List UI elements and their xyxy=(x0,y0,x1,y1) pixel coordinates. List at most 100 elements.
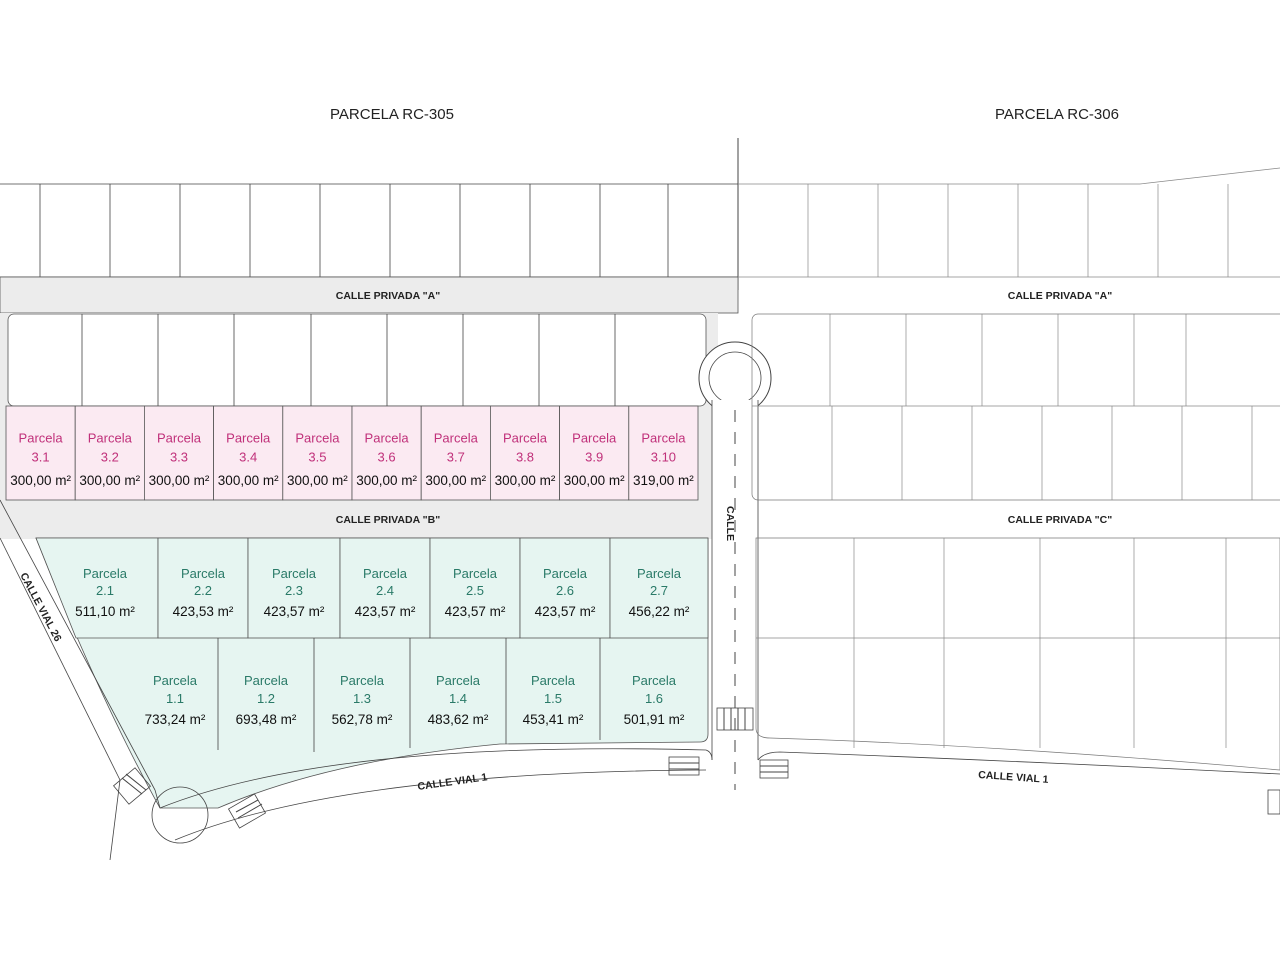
parcel-area: 423,53 m² xyxy=(173,604,234,619)
parcel-shape xyxy=(628,405,699,501)
parcel-word: Parcela xyxy=(453,566,498,581)
lower-block-right xyxy=(755,537,1280,771)
parcel-area: 300,00 m² xyxy=(149,473,210,488)
parcel-shape xyxy=(559,405,630,501)
roundabout-left xyxy=(151,786,209,844)
parcel-word: Parcela xyxy=(19,431,64,446)
crosswalk-vial26 xyxy=(112,767,152,805)
parcel-1.6[interactable]: Parcela 1.6 501,91 m² xyxy=(599,638,685,740)
parcel-3.3[interactable]: Parcela 3.3 300,00 m² xyxy=(143,405,214,501)
parcel-number: 3.4 xyxy=(239,449,257,464)
parcel-number: 1.3 xyxy=(353,691,371,706)
parcel-shape xyxy=(213,405,284,501)
parcel-number: 3.10 xyxy=(651,449,676,464)
street-label-vial-1-left: CALLE VIAL 1 xyxy=(417,771,489,793)
parcel-number: 2.1 xyxy=(96,583,114,598)
parcel-word: Parcela xyxy=(181,566,226,581)
crosswalk-left-mid xyxy=(668,756,700,776)
parcel-area: 423,57 m² xyxy=(445,604,506,619)
parcel-number: 3.9 xyxy=(585,449,603,464)
parcel-area: 483,62 m² xyxy=(428,712,489,727)
parcel-area: 300,00 m² xyxy=(425,473,486,488)
parcel-word: Parcela xyxy=(503,431,548,446)
parcel-word: Parcela xyxy=(632,673,677,688)
parcel-area: 423,57 m² xyxy=(264,604,325,619)
parcel-number: 3.3 xyxy=(170,449,188,464)
parcel-number: 2.7 xyxy=(650,583,668,598)
top-lots-left xyxy=(0,183,738,278)
parcel-word: Parcela xyxy=(88,431,133,446)
parcel-3.6[interactable]: Parcela 3.6 300,00 m² xyxy=(351,405,422,501)
parcel-number: 2.3 xyxy=(285,583,303,598)
parcel-number: 1.5 xyxy=(544,691,562,706)
parcel-word: Parcela xyxy=(641,431,686,446)
parcel-2.3[interactable]: Parcela 2.3 423,57 m² xyxy=(247,537,341,639)
parcel-shape xyxy=(282,405,353,501)
parcel-area: 319,00 m² xyxy=(633,473,694,488)
parcel-shape xyxy=(489,405,560,501)
parcel-word: Parcela xyxy=(340,673,385,688)
parcel-area: 423,57 m² xyxy=(355,604,416,619)
parcel-word: Parcela xyxy=(226,431,271,446)
street-label-privada-a-right: CALLE PRIVADA "A" xyxy=(1008,290,1112,302)
road-vial-1-edge-left xyxy=(159,748,713,809)
parcel-number: 1.1 xyxy=(166,691,184,706)
parcel-shape xyxy=(420,405,491,501)
parcel-word: Parcela xyxy=(295,431,340,446)
parcel-word: Parcela xyxy=(272,566,317,581)
parcel-word: Parcela xyxy=(434,431,479,446)
parcel-number: 3.8 xyxy=(516,449,534,464)
parcel-word: Parcela xyxy=(153,673,198,688)
street-label-privada-b: CALLE PRIVADA "B" xyxy=(336,514,440,526)
parcel-number: 3.1 xyxy=(32,449,50,464)
parcel-shape xyxy=(351,405,422,501)
parcel-area: 501,91 m² xyxy=(624,712,685,727)
parcel-shape xyxy=(157,537,249,639)
parcel-number: 1.6 xyxy=(645,691,663,706)
parcel-number: 3.6 xyxy=(378,449,396,464)
parcel-area: 300,00 m² xyxy=(356,473,417,488)
parcel-shape xyxy=(429,537,521,639)
parcel-shape xyxy=(74,405,145,501)
upper-block-left xyxy=(7,313,707,407)
parcel-word: Parcela xyxy=(157,431,202,446)
parcel-area: 423,57 m² xyxy=(535,604,596,619)
parcel-word: Parcela xyxy=(363,566,408,581)
parcel-2.2[interactable]: Parcela 2.2 423,53 m² xyxy=(157,537,249,639)
parcel-2.5[interactable]: Parcela 2.5 423,57 m² xyxy=(429,537,521,639)
title-parcela-rc306: PARCELA RC-306 xyxy=(995,106,1119,123)
street-label-calle: CALLE xyxy=(724,506,736,541)
parcel-word: Parcela xyxy=(244,673,289,688)
parcel-number: 2.5 xyxy=(466,583,484,598)
parcel-number: 2.2 xyxy=(194,583,212,598)
parcel-word: Parcela xyxy=(365,431,410,446)
parcel-word: Parcela xyxy=(436,673,481,688)
parcel-word: Parcela xyxy=(572,431,617,446)
road-vial-1-edge-right xyxy=(757,751,1280,775)
parcel-3.10[interactable]: Parcela 3.10 319,00 m² xyxy=(628,405,699,501)
parcel-area: 456,22 m² xyxy=(629,604,690,619)
parcel-shape xyxy=(519,537,611,639)
parcel-number: 1.2 xyxy=(257,691,275,706)
crosswalk-vial1-left xyxy=(227,793,267,829)
